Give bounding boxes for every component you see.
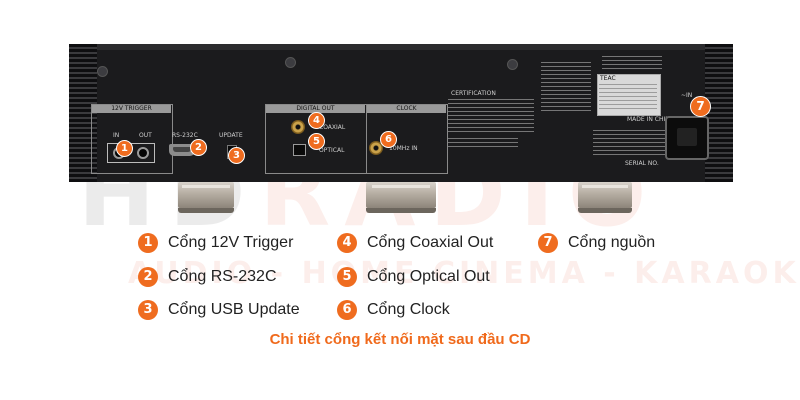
rating-plate-brand: TEAC (600, 75, 616, 82)
serial-label: SERIAL NO. (625, 160, 659, 167)
device-foot (178, 182, 234, 213)
marker-badge: 2 (190, 139, 207, 156)
marker-badge: 7 (690, 96, 711, 117)
certification-address (448, 138, 518, 148)
legend-item: 1 Cổng 12V Trigger (138, 232, 293, 254)
heatsink-fins-right (705, 44, 733, 182)
legend-number-badge: 2 (138, 267, 158, 287)
legend-number-badge: 4 (337, 233, 357, 253)
optical-label: OPTICAL (319, 147, 345, 154)
optical-out-port (293, 144, 306, 156)
clock-section (366, 104, 448, 174)
trigger-header: 12V TRIGGER (92, 105, 171, 113)
legend-text: Cổng USB Update (168, 301, 300, 318)
legend-item: 2 Cổng RS-232C (138, 266, 277, 288)
marker-badge: 1 (116, 140, 133, 157)
clock-input-label: 10MHz IN (389, 145, 418, 152)
screw-icon (97, 66, 108, 77)
legend-item: 4 Cổng Coaxial Out (337, 232, 493, 254)
watermark-tagline: AUDIO - HOME CINEMA - KARAOKE (128, 256, 800, 291)
screw-icon (285, 57, 296, 68)
legend-item: 5 Cổng Optical Out (337, 266, 490, 288)
panel-top-edge (97, 44, 705, 50)
clock-header: CLOCK (367, 105, 446, 113)
legend-text: Cổng Optical Out (367, 268, 490, 285)
legend-item: 6 Cổng Clock (337, 299, 450, 321)
legend-number-badge: 7 (538, 233, 558, 253)
legend-number-badge: 1 (138, 233, 158, 253)
power-inlet (665, 116, 709, 160)
coaxial-label: COAXIAL (319, 124, 346, 131)
screw-icon (507, 59, 518, 70)
marker-badge: 6 (380, 131, 397, 148)
clock-input-port (369, 141, 383, 155)
marker-badge: 5 (308, 133, 325, 150)
laser-class-text (602, 56, 662, 70)
update-label: UPDATE (219, 132, 243, 139)
trigger-out-jack (137, 147, 149, 159)
legend-number-badge: 6 (337, 300, 357, 320)
legend-item: 3 Cổng USB Update (138, 299, 300, 321)
trigger-section (91, 104, 173, 174)
certification-title: CERTIFICATION (451, 90, 496, 97)
certification-fineprint (448, 99, 534, 135)
rs232c-port (169, 144, 195, 156)
digital-out-header: DIGITAL OUT (266, 105, 365, 113)
cd-player-rear-panel: 12V TRIGGER IN OUT RS-232C UPDATE DIGITA… (69, 44, 733, 182)
rating-plate-fineprint (599, 84, 657, 110)
caption: Chi tiết cổng kết nối mặt sau đầu CD (269, 331, 531, 348)
marker-badge: 3 (228, 147, 245, 164)
marker-badge: 4 (308, 112, 325, 129)
trigger-in-label: IN (113, 132, 120, 139)
legend-number-badge: 5 (337, 267, 357, 287)
device-foot (578, 182, 632, 213)
legend-item: 7 Cổng nguồn (538, 232, 655, 254)
device-foot (366, 182, 436, 213)
made-in-label: MADE IN CHINA (627, 116, 674, 123)
rs232c-label: RS-232C (172, 132, 198, 139)
coaxial-out-port (291, 120, 305, 134)
legend-number-badge: 3 (138, 300, 158, 320)
legend-text: Cổng Coaxial Out (367, 234, 494, 251)
legend-text: Cổng Clock (367, 301, 450, 318)
legend-text: Cổng RS-232C (168, 268, 277, 285)
trigger-out-label: OUT (139, 132, 152, 139)
laser-warning-text (541, 62, 591, 112)
ac-in-label: ~IN (681, 92, 693, 99)
legend-text: Cổng 12V Trigger (168, 234, 294, 251)
heatsink-fins-left (69, 44, 97, 182)
legend-text: Cổng nguồn (568, 234, 656, 251)
